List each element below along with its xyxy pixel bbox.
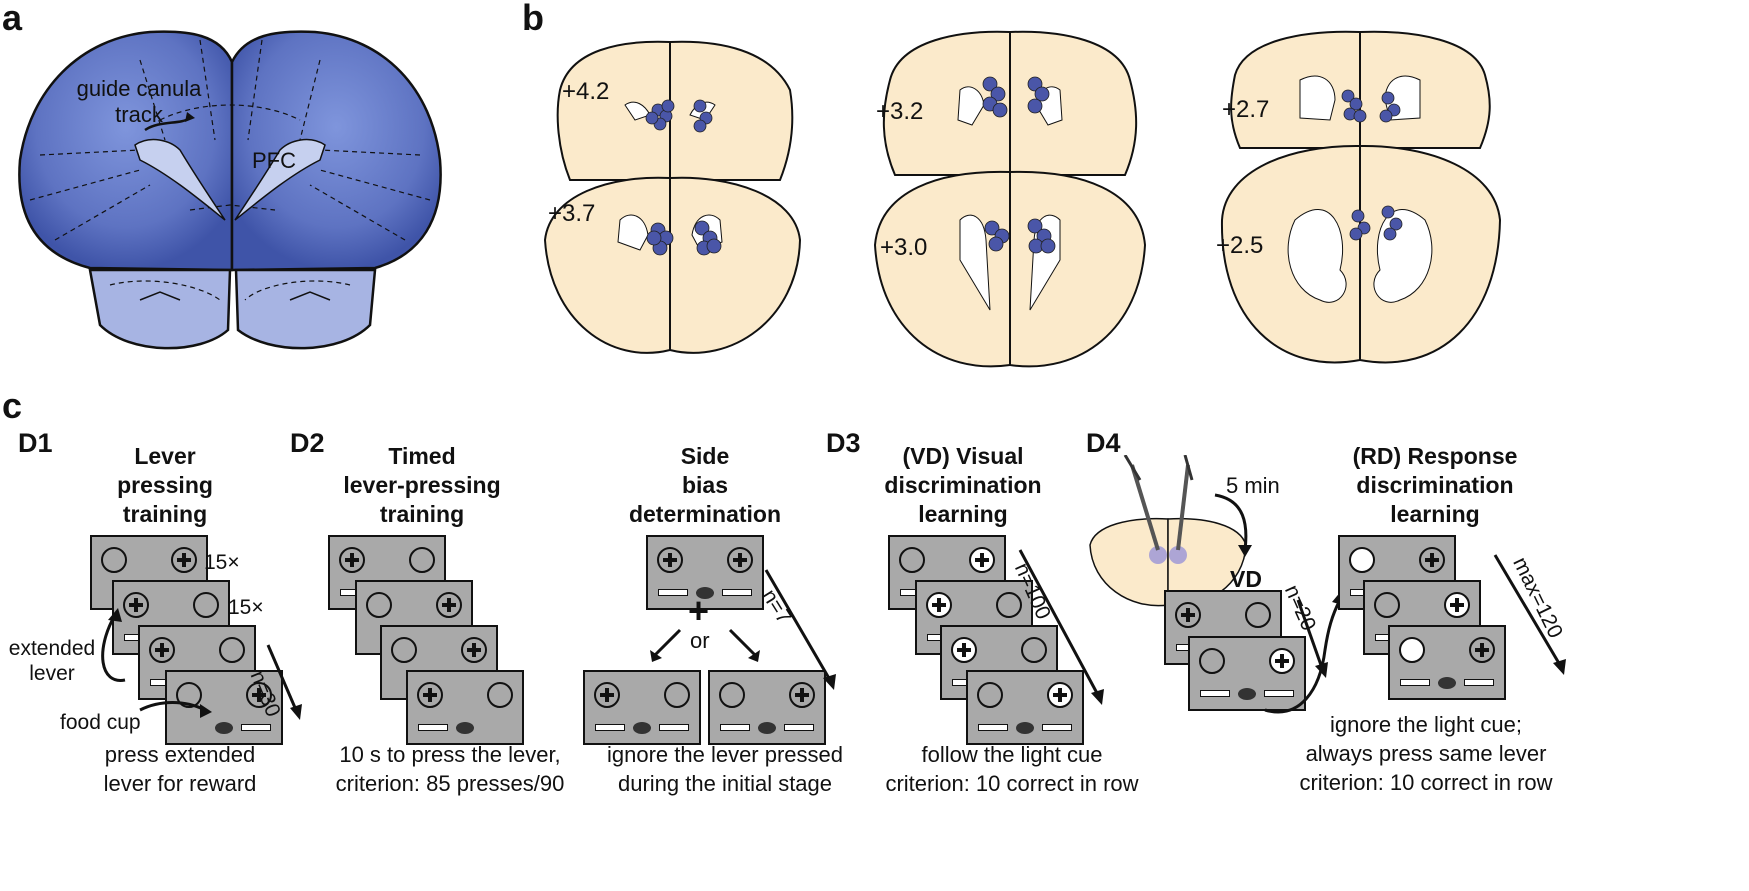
atlas-sections (543, 30, 1502, 368)
stage-tag-d4: D4 (1086, 428, 1121, 458)
d3-caption: follow the light cue criterion: 10 corre… (885, 742, 1139, 796)
d1-title: Lever pressing training (117, 443, 213, 527)
stage-tag-d1: D1 (18, 428, 53, 458)
panel-label-a: a (2, 0, 23, 38)
panel-label-b: b (522, 0, 544, 38)
operant-box (165, 670, 283, 745)
or-label: or (690, 628, 710, 653)
guide-canula-track-label: guide canula track (76, 76, 202, 127)
stage-tag-d2: D2 (290, 428, 325, 458)
level-label-3-2: +3.2 (876, 98, 924, 125)
level-label-3-7: +3.7 (548, 200, 596, 227)
operant-box (708, 670, 826, 745)
panel-c-arrows (101, 549, 1566, 720)
operant-box (583, 670, 701, 745)
level-label-2-5: +2.5 (1216, 232, 1264, 259)
stage-tag-d3: D3 (826, 428, 861, 458)
food-cup-label: food cup (60, 711, 141, 734)
operant-box (940, 625, 1058, 700)
delay-label: 5 min (1226, 473, 1280, 498)
vd-label: VD (1230, 566, 1262, 592)
d3-title: (VD) Visual discrimination learning (884, 443, 1042, 527)
rd-caption: ignore the light cue; always press same … (1299, 712, 1553, 795)
operant-box (966, 670, 1084, 745)
level-label-4-2: +4.2 (562, 78, 610, 105)
side-bias-title: Side bias determination (628, 443, 782, 527)
repeat-count-2: 15× (228, 596, 264, 619)
d2-title: Timed lever-pressing training (343, 443, 501, 527)
d1-caption: press extended lever for reward (103, 742, 257, 796)
operant-box (406, 670, 524, 745)
level-label-3-0: +3.0 (880, 234, 928, 261)
panel-label-c: c (2, 385, 23, 426)
pfc-label: PFC (252, 148, 296, 173)
atlas-column-2 (873, 30, 1147, 368)
level-label-2-7: +2.7 (1222, 96, 1270, 123)
repeat-count-1: 15× (204, 551, 240, 574)
rd-title: (RD) Response discrimination learning (1352, 443, 1518, 527)
injection-diagram (1089, 455, 1252, 607)
operant-box (1388, 625, 1506, 700)
operant-box (646, 535, 764, 610)
side-caption: ignore the lever pressed during the init… (606, 742, 844, 796)
plus-sign: + (688, 590, 710, 631)
d2-caption: 10 s to press the lever, criterion: 85 p… (335, 742, 565, 796)
atlas-column-3 (1220, 30, 1502, 364)
operant-box (1188, 636, 1306, 711)
stained-brain-slice (18, 30, 442, 350)
extended-lever-label: extended lever (8, 637, 96, 685)
operant-box (112, 580, 230, 655)
